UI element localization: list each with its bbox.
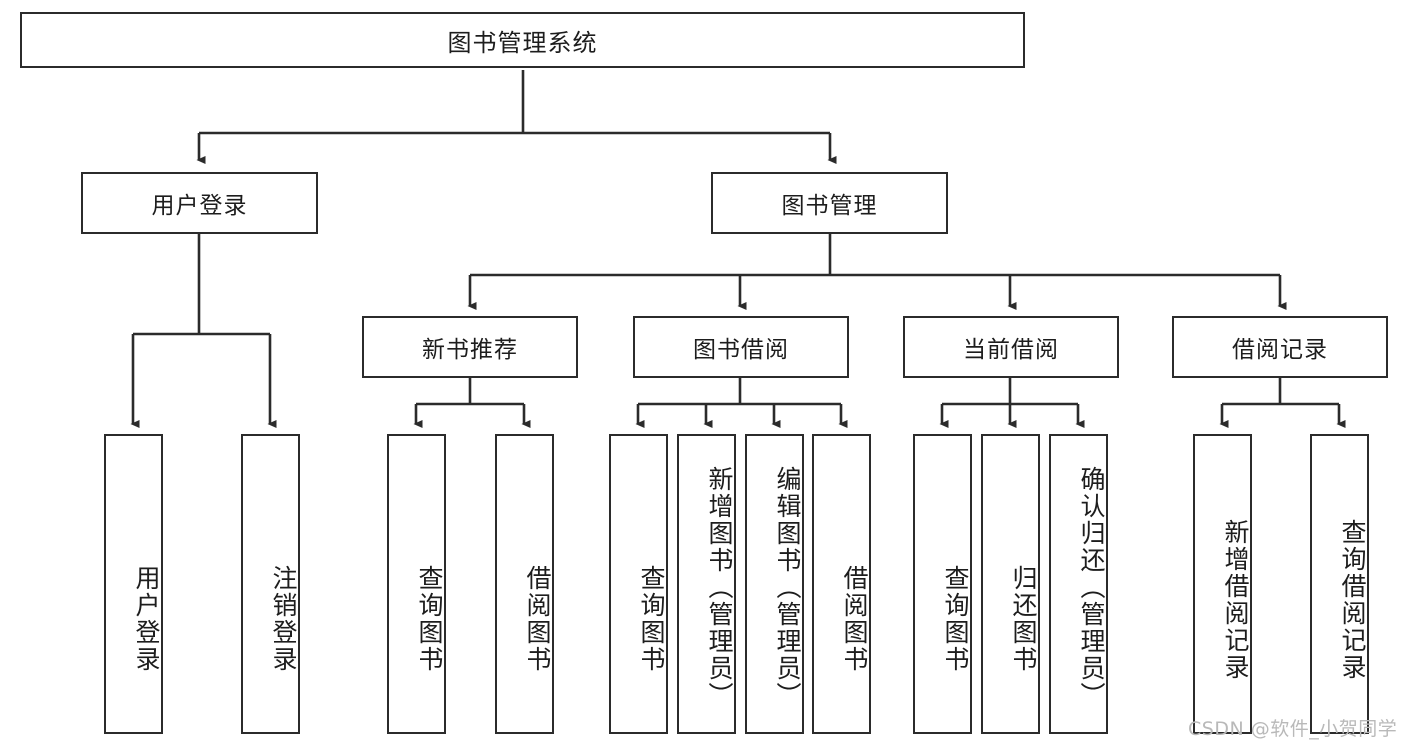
node-label: 图书借阅 [693, 337, 789, 363]
node-leaf-query-book-2[interactable]: 查询图书 [609, 434, 668, 734]
node-label: 用户登录 [132, 565, 161, 673]
node-leaf-add-book[interactable]: 新增图书（管理员） [677, 434, 736, 734]
node-leaf-query-record[interactable]: 查询借阅记录 [1310, 434, 1369, 734]
node-current-borrow[interactable]: 当前借阅 [903, 316, 1119, 378]
node-label: 确认归还（管理员） [1077, 465, 1106, 709]
node-label: 用户登录 [151, 193, 248, 219]
node-leaf-user-login[interactable]: 用户登录 [104, 434, 163, 734]
node-leaf-query-book-3[interactable]: 查询图书 [913, 434, 972, 734]
node-borrow-record[interactable]: 借阅记录 [1172, 316, 1388, 378]
node-new-book-recommend[interactable]: 新书推荐 [362, 316, 578, 378]
node-leaf-edit-book[interactable]: 编辑图书（管理员） [745, 434, 804, 734]
node-label: 归还图书 [1009, 565, 1038, 673]
node-label: 查询图书 [637, 565, 666, 673]
node-leaf-query-book-1[interactable]: 查询图书 [387, 434, 446, 734]
node-label: 当前借阅 [963, 337, 1059, 363]
node-leaf-borrow-book-2[interactable]: 借阅图书 [812, 434, 871, 734]
node-label: 新增借阅记录 [1221, 519, 1250, 681]
node-label: 编辑图书（管理员） [773, 465, 802, 709]
node-label: 新书推荐 [422, 337, 518, 363]
csdn-watermark: CSDN @软件_小贺同学 [1188, 718, 1398, 740]
node-leaf-return-book[interactable]: 归还图书 [981, 434, 1040, 734]
node-label: 图书管理 [781, 193, 878, 219]
node-leaf-add-record[interactable]: 新增借阅记录 [1193, 434, 1252, 734]
node-leaf-logout-login[interactable]: 注销登录 [241, 434, 300, 734]
node-label: 查询图书 [415, 565, 444, 673]
node-leaf-borrow-book-1[interactable]: 借阅图书 [495, 434, 554, 734]
node-user-login[interactable]: 用户登录 [81, 172, 318, 234]
node-leaf-confirm-return[interactable]: 确认归还（管理员） [1049, 434, 1108, 734]
node-label: 注销登录 [269, 565, 298, 673]
node-book-borrow[interactable]: 图书借阅 [633, 316, 849, 378]
node-label: 查询图书 [941, 565, 970, 673]
node-label: 借阅图书 [840, 565, 869, 673]
node-root-system[interactable]: 图书管理系统 [20, 12, 1025, 68]
node-label: 图书管理系统 [447, 28, 598, 57]
node-label: 查询借阅记录 [1338, 519, 1367, 681]
node-label: 借阅记录 [1232, 337, 1328, 363]
node-book-manage[interactable]: 图书管理 [711, 172, 948, 234]
node-label: 新增图书（管理员） [705, 465, 734, 709]
node-label: 借阅图书 [523, 565, 552, 673]
